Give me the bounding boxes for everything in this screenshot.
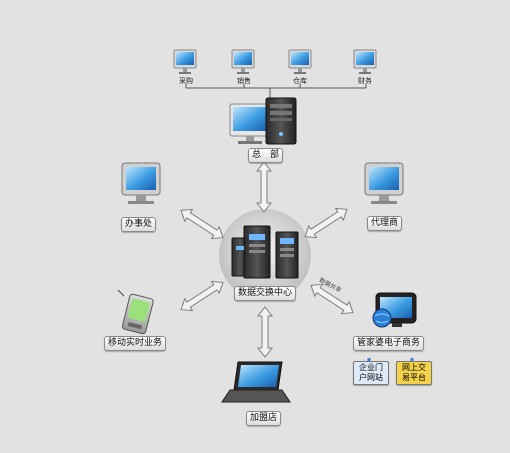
arrow-office-center [180,208,224,240]
pda-stylus [117,289,125,297]
headquarters-computer [229,97,297,145]
office-monitor [121,162,161,204]
arrow-agent-center [304,207,348,239]
ecommerce-monitor [372,292,417,328]
portal-line-1: 企业门 [359,363,383,372]
mobile-pda [121,293,154,335]
arrow-franchise-center [256,306,274,358]
hq-label: 总 部 [248,148,284,163]
franchise-laptop [221,361,291,403]
department-label: 采购 [179,77,193,85]
online-trading-box: 网上交 易平台 [396,361,432,385]
trade-line-1: 网上交 [402,363,426,372]
arrow-mobile-center [180,280,224,312]
agent-monitor [364,162,404,204]
office-label: 办事处 [121,217,157,232]
exchange-center-label: 数据交换中心 [234,286,297,301]
franchise-label: 加盟店 [246,411,282,426]
department-label: 销售 [237,77,251,85]
ecommerce-label: 管家婆电子商务 [353,336,425,351]
trade-line-2: 易平台 [402,373,426,382]
portal-line-2: 户网站 [359,373,383,382]
department-monitor [173,49,197,74]
exchange-center-servers [231,225,299,279]
department-monitor [231,49,255,74]
enterprise-portal-box: 企业门 户网站 [353,361,389,385]
arrow-ecommerce-center [310,283,354,315]
department-monitor [288,49,312,74]
mobile-label: 移动实时业务 [104,336,167,351]
department-monitor [353,49,377,74]
agent-label: 代理商 [367,216,403,231]
department-label: 财务 [358,77,372,85]
department-label: 仓库 [293,77,307,85]
arrow-hq-center [255,161,273,213]
